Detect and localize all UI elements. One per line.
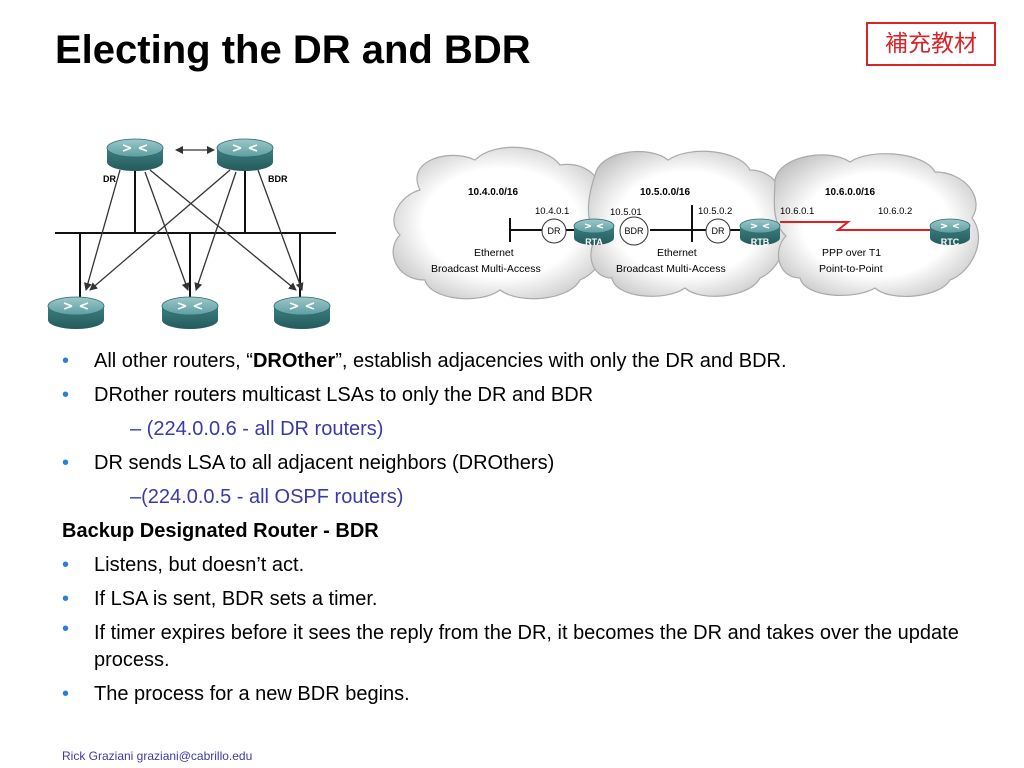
bullet-item: If LSA is sent, BDR sets a timer. (62, 582, 1002, 616)
dr-election-topology: DR BDR (47, 138, 336, 329)
medium-label: PPP over T1 (822, 247, 881, 259)
medium-label: Ethernet (474, 247, 514, 259)
medium-label: Ethernet (657, 247, 697, 259)
ip-address: 10.5.0.2 (698, 206, 732, 217)
bdr-label: BDR (268, 174, 288, 184)
supplement-stamp: 補充教材 (866, 22, 996, 66)
medium-label: Point-to-Point (819, 263, 883, 275)
ip-address: 10.6.0.2 (878, 206, 912, 217)
sub-item: – (224.0.0.6 - all DR routers) (130, 418, 384, 440)
router-icon (739, 218, 781, 245)
router-name: RTC (941, 237, 960, 247)
slide-body: All other routers, “DROther”, establish … (62, 344, 1002, 711)
cloud-shape (392, 146, 980, 300)
router-icon (216, 138, 274, 171)
router-name: RTA (585, 237, 603, 247)
router-icon (106, 138, 164, 171)
bullet-item: If timer expires before it sees the repl… (62, 616, 1002, 677)
dr-label: DR (103, 174, 116, 184)
router-icon (47, 296, 105, 329)
ospf-network-clouds: 10.4.0.0/16 10.5.0.0/16 10.6.0.0/16 10.4… (392, 146, 980, 300)
role-label: DR (548, 226, 561, 236)
drother-term: DROther (252, 350, 336, 372)
bullet-item: All other routers, “DROther”, establish … (62, 344, 1002, 378)
slide-title: Electing the DR and BDR (55, 28, 531, 72)
role-label: DR (712, 226, 725, 236)
ip-address: 10.6.0.1 (780, 206, 814, 217)
network-diagram: DR BDR 10.4.0.0/16 10.5.0.0/16 10.6.0.0/… (47, 138, 980, 329)
bullet-item: Listens, but doesn’t act. (62, 548, 1002, 582)
router-icon (573, 218, 615, 245)
role-label: BDR (624, 226, 644, 236)
section-heading: Backup Designated Router - BDR (62, 520, 379, 542)
router-icon (273, 296, 331, 329)
footer-author: Rick Graziani graziani@cabrillo.edu (62, 749, 253, 763)
router-icon (929, 218, 971, 245)
bullet-item: The process for a new BDR begins. (62, 677, 1002, 711)
network-cidr: 10.6.0.0/16 (825, 187, 875, 198)
ip-address: 10.4.0.1 (535, 206, 569, 217)
sub-item: –(224.0.0.5 - all OSPF routers) (130, 486, 404, 508)
medium-label: Broadcast Multi-Access (431, 263, 541, 275)
network-cidr: 10.4.0.0/16 (468, 187, 518, 198)
bullet-item: DR sends LSA to all adjacent neighbors (… (62, 446, 1002, 480)
bullet-item: DRother routers multicast LSAs to only t… (62, 378, 1002, 412)
medium-label: Broadcast Multi-Access (616, 263, 726, 275)
ip-address: 10.5.01 (610, 207, 642, 218)
network-cidr: 10.5.0.0/16 (640, 187, 690, 198)
router-name: RTB (751, 237, 770, 247)
router-icon (161, 296, 219, 329)
